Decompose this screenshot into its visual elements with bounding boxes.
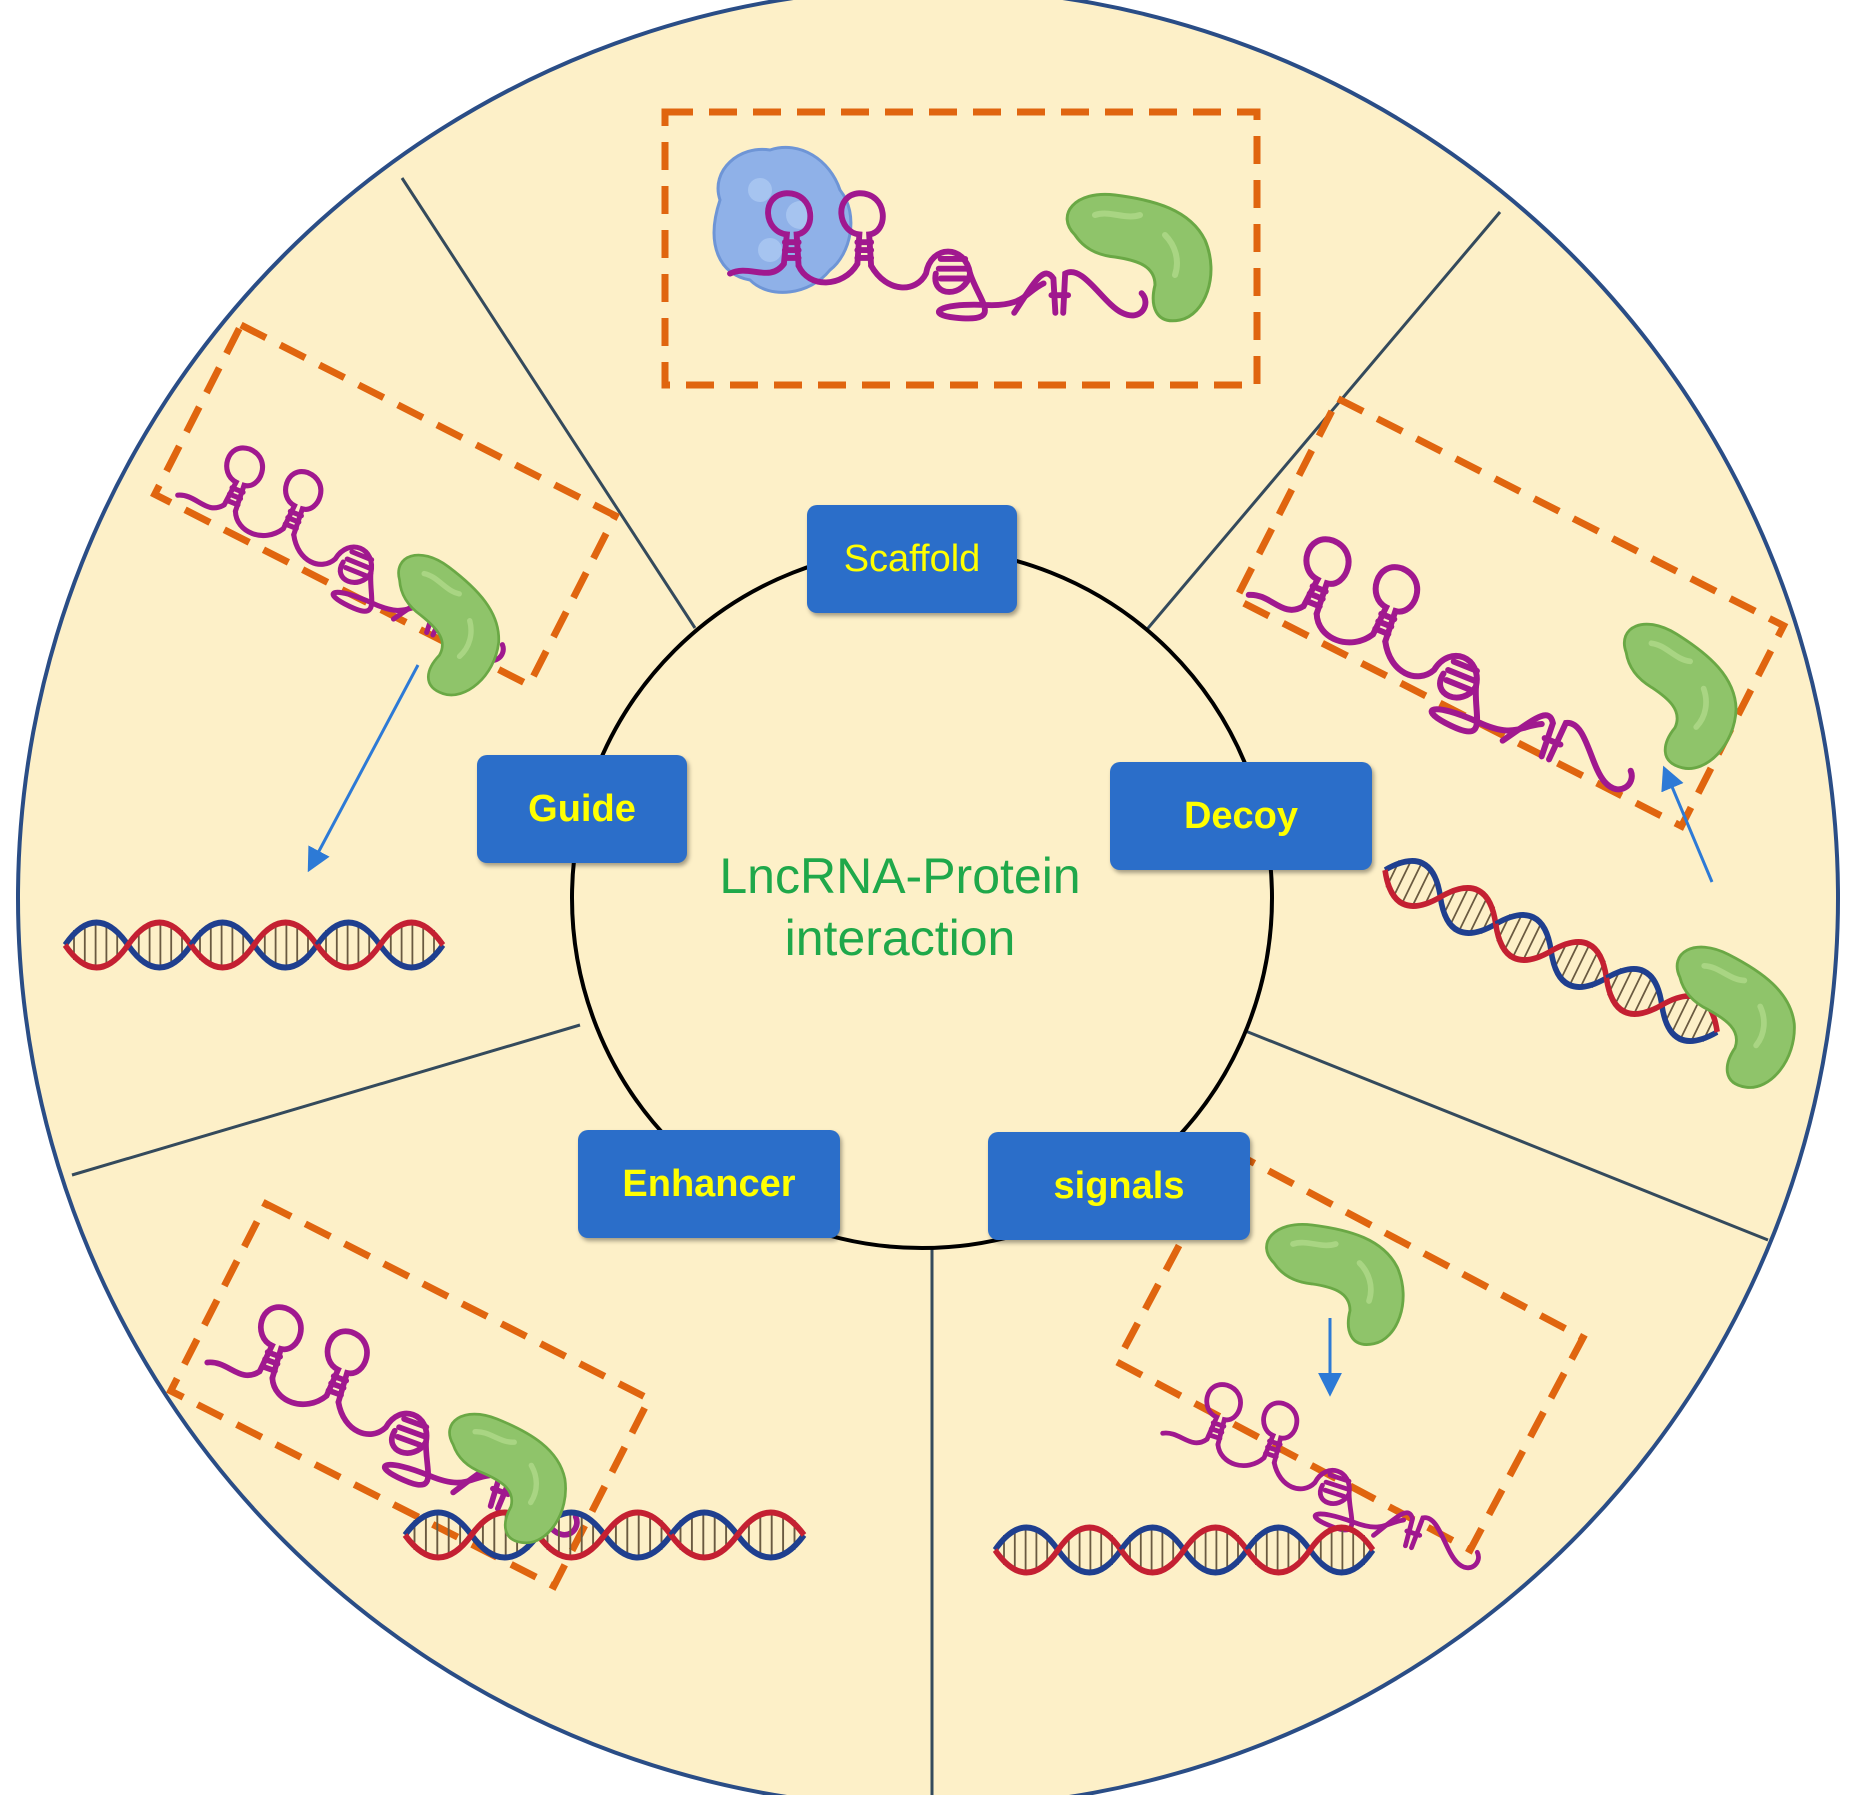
enhancer-button[interactable]: Enhancer: [578, 1130, 840, 1238]
enhancer-panel: [166, 1199, 804, 1591]
center-title-line1: LncRNA-Protein: [719, 848, 1081, 904]
signals-button[interactable]: signals: [988, 1132, 1250, 1240]
decoy-arrow-icon: [1661, 765, 1714, 883]
scaffold-panel: [661, 108, 1261, 389]
scaffold-button[interactable]: Scaffold: [807, 505, 1017, 613]
center-title: LncRNA-Protein interaction: [620, 845, 1180, 969]
guide-arrow-icon: [307, 664, 420, 873]
guide-panel: [65, 320, 620, 967]
signals-panel: [995, 1145, 1588, 1573]
decoy-button[interactable]: Decoy: [1110, 762, 1372, 870]
enhancer-box: [166, 1199, 654, 1591]
decoy-panel: [1232, 394, 1815, 1098]
center-title-line2: interaction: [784, 910, 1016, 966]
sector-dividers: [71, 177, 1769, 1795]
scaffold-box: [661, 108, 1261, 389]
signals-box: [1112, 1145, 1588, 1555]
guide-button[interactable]: Guide: [477, 755, 687, 863]
guide-box: [150, 320, 620, 690]
